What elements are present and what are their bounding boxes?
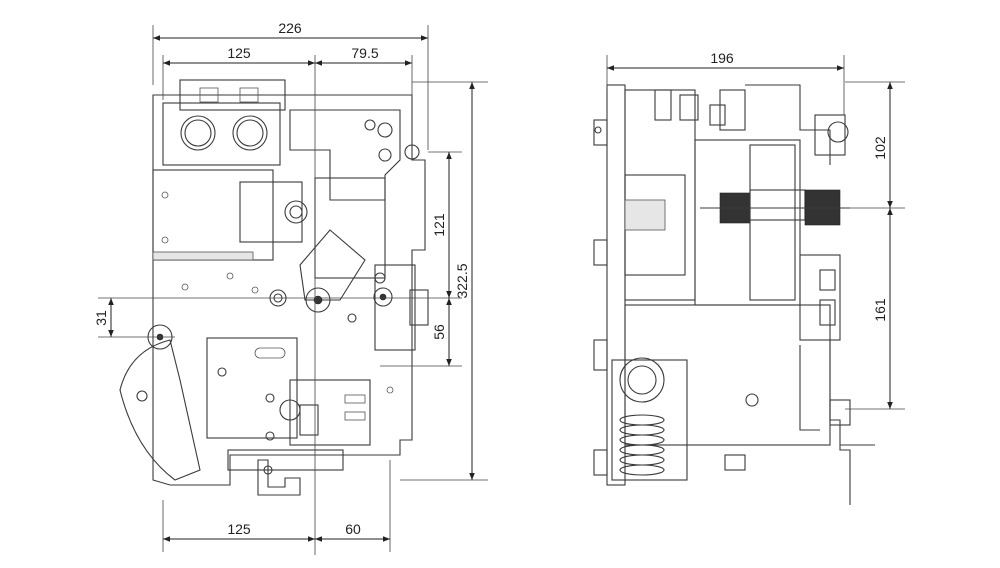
front-top-bracket	[179, 79, 286, 111]
front-window-right	[232, 115, 268, 151]
side-left-frame	[606, 84, 626, 486]
front-upper-plate	[162, 102, 281, 166]
side-terminal	[814, 114, 846, 156]
front-window-left	[180, 115, 216, 151]
side-dimensions: 196 102 161	[606, 50, 905, 410]
front-cam	[284, 200, 308, 224]
dim-front-height-upper: 121	[431, 213, 447, 237]
front-lower-plate	[206, 337, 298, 439]
front-top-tab-right	[239, 87, 259, 103]
dim-side-height-lower: 161	[872, 298, 888, 322]
side-spring-coil	[619, 414, 665, 476]
dim-side-total-width: 196	[710, 50, 734, 66]
front-main-shaft	[305, 287, 331, 313]
front-latch-block	[409, 289, 429, 326]
dim-front-left-top-width: 125	[227, 45, 251, 61]
dim-front-right-bottom-width: 60	[345, 521, 361, 537]
dim-front-left-bottom-width: 125	[227, 521, 251, 537]
front-mount-hole-right	[404, 144, 420, 160]
side-lower-plate	[624, 304, 831, 446]
dim-front-total-height: 322.5	[454, 263, 470, 298]
front-left-lever	[119, 339, 201, 481]
front-base-plate	[152, 94, 426, 486]
front-view	[119, 79, 429, 496]
dim-front-height-lower: 56	[431, 324, 447, 340]
dim-side-height-upper: 102	[872, 136, 888, 160]
front-dimensions: 226 125 79.5 121 322.5 56 31 125 60	[93, 20, 488, 555]
side-spring-frame	[611, 359, 688, 481]
side-view	[593, 84, 875, 505]
front-top-tab-left	[199, 87, 219, 103]
side-right-bracket	[799, 254, 841, 341]
dim-front-right-top-width: 79.5	[351, 45, 378, 61]
front-bottom-handle	[257, 459, 301, 496]
dim-front-total-width: 226	[278, 20, 302, 36]
front-spring-housing	[152, 169, 274, 261]
dim-front-left-offset: 31	[93, 310, 109, 326]
